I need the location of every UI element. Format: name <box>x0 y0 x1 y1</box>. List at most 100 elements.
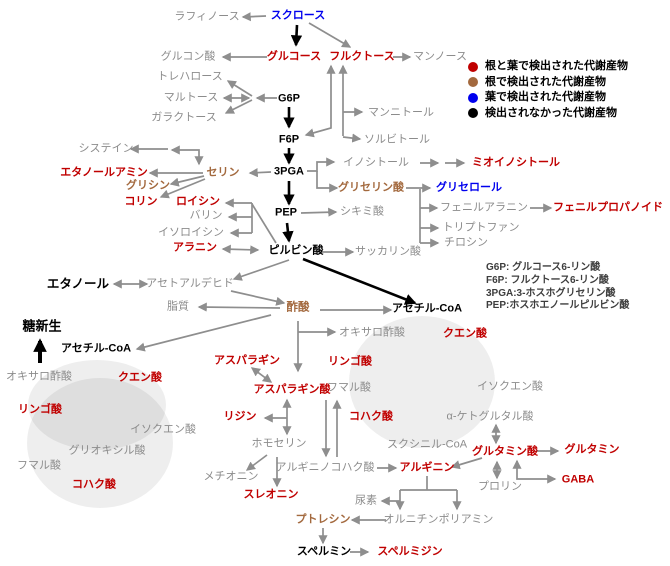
node-proline: プロリン <box>478 480 522 493</box>
node-glycine: グリシン <box>126 179 170 192</box>
node-fumarate-left: フマル酸 <box>17 459 61 472</box>
node-saccharate: サッカリン酸 <box>355 245 421 258</box>
node-glycerate: グリセリン酸 <box>338 181 404 194</box>
cycle-circles <box>27 316 495 508</box>
arrow-group <box>33 12 560 557</box>
arrow-19 <box>170 145 204 166</box>
arrow-0 <box>241 12 267 22</box>
node-spermidine: スペルミジン <box>377 545 443 558</box>
node-glucose: グルコース <box>266 50 322 63</box>
node-raffinose: ラフィノース <box>174 10 240 23</box>
legend-label: 根で検出された代謝産物 <box>485 75 606 88</box>
node-homoserine: ホモセリン <box>251 437 307 450</box>
node-isocitrate-left: イソクエン酸 <box>130 423 196 436</box>
node-myo-inositol: ミオイノシトール <box>472 156 560 169</box>
node-ethanolamine: エタノールアミン <box>60 166 148 179</box>
node-pyruvate: ピルビン酸 <box>268 244 324 257</box>
node-glycerol: グリセロール <box>436 181 502 194</box>
node-succinyl-coa: スクシニル-CoA <box>386 438 468 451</box>
abbreviation-line-3: PEP:ホスホエノールピルビン酸 <box>486 300 630 312</box>
arrow-22 <box>159 178 206 199</box>
node-glyoxylate: グリオキシル酸 <box>68 444 146 457</box>
arrow-17 <box>248 168 272 178</box>
node-mannose: マンノース <box>413 50 467 63</box>
legend-dot-icon <box>468 61 478 72</box>
arrow-39 <box>300 207 338 217</box>
node-fructose: フルクトース <box>329 50 395 63</box>
legend-dot-icon <box>468 92 478 103</box>
node-g6p: G6P <box>277 92 301 105</box>
node-methionine: メチオニン <box>203 470 259 483</box>
arrow-27 <box>251 203 277 244</box>
abbreviation-line-2: 3PGA:3-ホスホグリセリン酸 <box>486 287 616 299</box>
legend-label: 葉で検出された代謝産物 <box>485 91 606 104</box>
node-choline: コリン <box>124 195 158 208</box>
node-fumarate-right: フマル酸 <box>327 381 371 394</box>
legend-item-2: 葉で検出された代謝産物 <box>468 90 628 106</box>
node-tryptophan: トリプトファン <box>442 221 520 234</box>
node-ornithine: オルニチン <box>383 513 439 526</box>
node-gluconeogenesis: 糖新生 <box>22 318 62 334</box>
node-succinate-right: コハク酸 <box>349 410 393 423</box>
node-tyrosine: チロシン <box>444 236 488 249</box>
node-arginine: アルギニン <box>399 461 455 474</box>
arrow-51 <box>250 367 273 383</box>
node-alpha-ketoglutarate: α-ケトグルタル酸 <box>446 410 534 423</box>
node-acetyl-coa-left: アセチル-CoA <box>60 342 132 355</box>
node-aspartate: アスパラギン酸 <box>253 383 331 396</box>
node-lysine: リジン <box>223 410 257 423</box>
arrow-28 <box>221 244 260 255</box>
node-glutamine: グルタミン <box>564 443 620 456</box>
abbreviation-line-0: G6P: グルコース6-リン酸 <box>486 262 601 273</box>
node-mannitol: マンニトール <box>368 106 434 119</box>
node-glutamate: グルタミン酸 <box>472 445 538 458</box>
arrow-8 <box>224 99 253 114</box>
node-oxaloacetate-left: オキサロ酢酸 <box>6 370 72 383</box>
node-malate-left: リンゴ酸 <box>18 403 62 416</box>
node-citrate-left: クエン酸 <box>118 371 162 384</box>
node-trehalose: トレハロース <box>157 70 223 83</box>
arrow-12 <box>282 222 294 243</box>
node-maltose: マルトース <box>163 91 219 104</box>
node-serine: セリン <box>206 166 240 179</box>
node-polyamine: ポリアミン <box>438 513 494 526</box>
arrow-16 <box>342 133 362 143</box>
node-sorbitol: ソルビトール <box>364 133 430 146</box>
node-alanine: アラニン <box>173 241 217 254</box>
node-asparagine: アスパラギン <box>214 354 280 367</box>
node-cysteine: システイン <box>78 142 134 155</box>
node-isocitrate-right: イソクエン酸 <box>477 380 543 393</box>
arrow-1 <box>290 24 303 47</box>
node-leucine: ロイシン <box>176 195 220 208</box>
arrow-2 <box>308 22 352 48</box>
node-valine: バリン <box>189 209 223 222</box>
node-galactose: ガラクトース <box>151 111 217 124</box>
node-putrescine: プトレシン <box>295 513 351 526</box>
legend-dot-icon <box>468 77 478 88</box>
tca-cycle-circle <box>349 316 495 448</box>
node-gaba: GABA <box>561 473 595 486</box>
arrow-56 <box>245 454 268 471</box>
node-phenylpropanoid: フェニルプロパノイド <box>553 201 663 214</box>
node-argininosuccinate: アルギニノコハク酸 <box>275 461 375 474</box>
legend-item-1: 根で検出された代謝産物 <box>468 75 628 91</box>
legend-dot-icon <box>468 108 478 119</box>
glyoxylate-cycle-upper-circle <box>28 360 166 450</box>
legend-item-0: 根と葉で検出された代謝産物 <box>468 59 628 75</box>
arrow-43 <box>230 290 286 306</box>
node-succinate-left: コハク酸 <box>72 478 116 491</box>
detection-legend: 根と葉で検出された代謝産物根で検出された代謝産物葉で検出された代謝産物検出されな… <box>468 59 628 121</box>
node-pga3: 3PGA <box>274 165 304 178</box>
arrow-21 <box>169 175 205 187</box>
node-f6p: F6P <box>278 133 300 146</box>
abbreviation-line-1: F6P: フルクトース6-リン酸 <box>486 274 609 286</box>
arrow-59 <box>450 457 483 470</box>
node-acetate: 酢酸 <box>286 301 310 314</box>
arrow-13 <box>304 64 336 138</box>
arrow-63 <box>512 459 557 484</box>
arrow-6 <box>226 80 253 97</box>
node-acetaldehyde: アセトアルデヒド <box>146 277 234 290</box>
node-isoleucine: イソロイシン <box>158 226 224 239</box>
